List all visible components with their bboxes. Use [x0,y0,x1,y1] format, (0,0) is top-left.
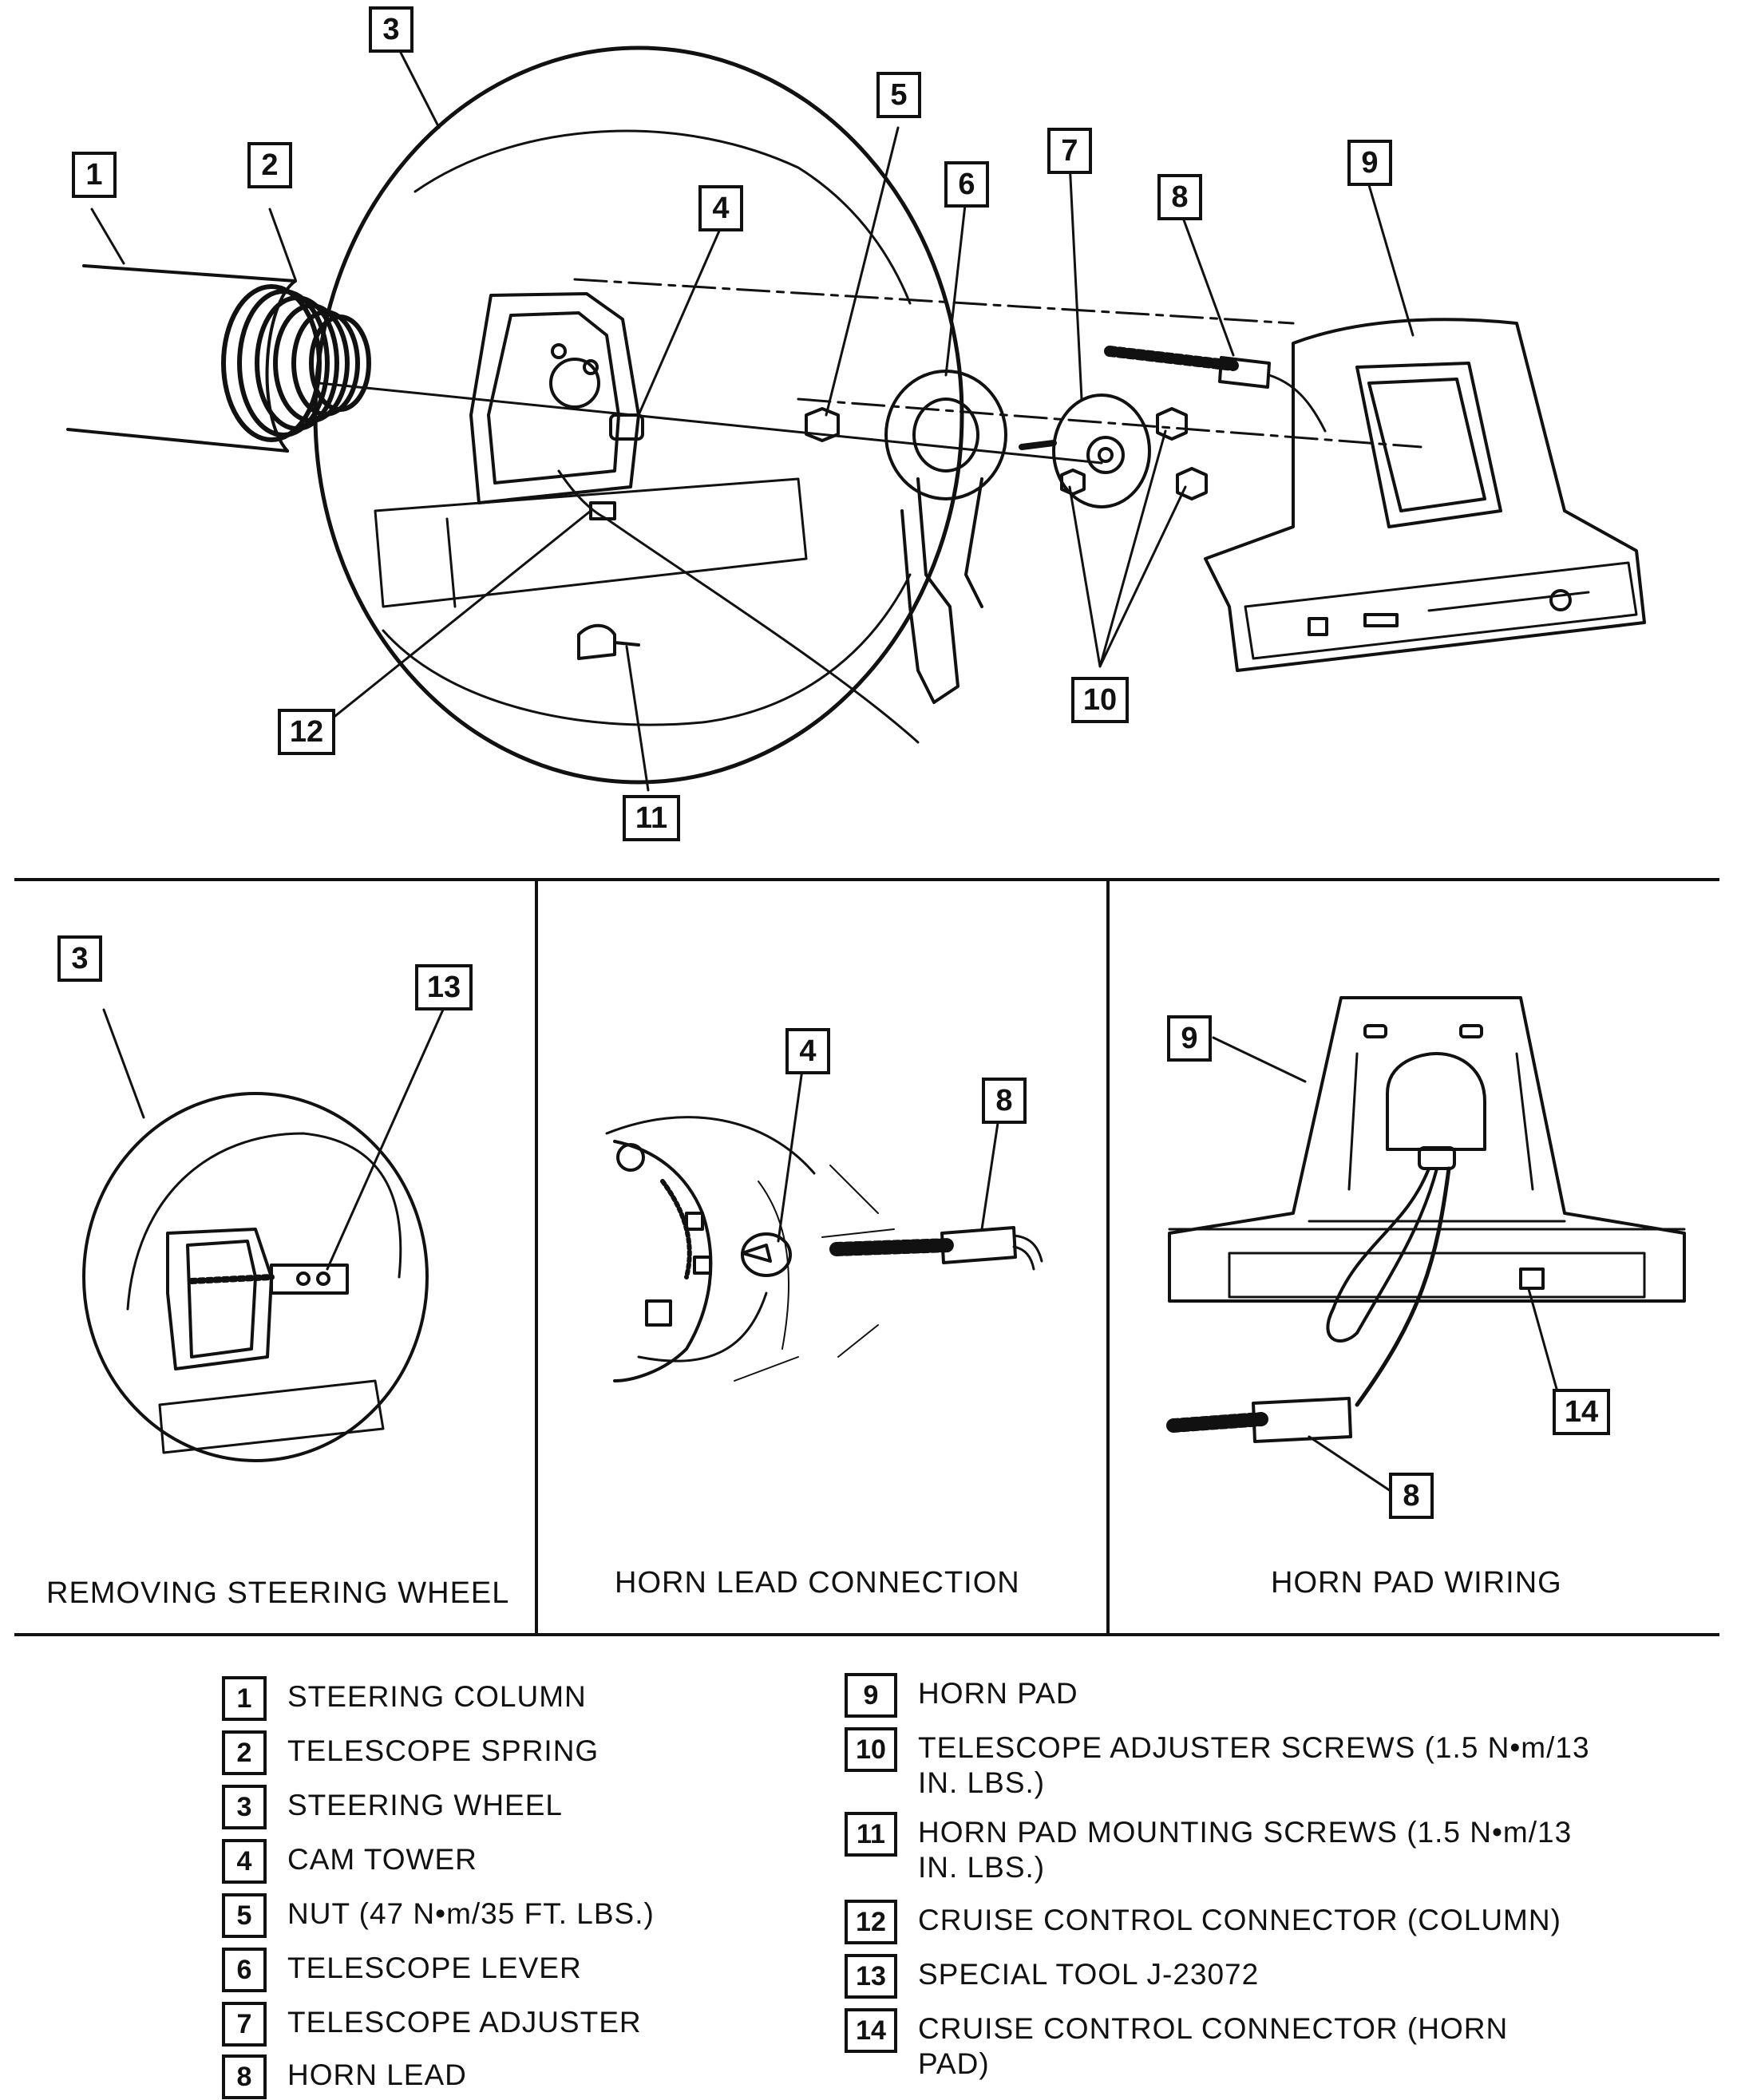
legend-item-9: 9 HORN PAD [845,1673,1078,1718]
legend-label: TELESCOPE ADJUSTER SCREWS (1.5 N•m/13 IN… [918,1731,1590,1799]
legend-label: TELESCOPE SPRING [287,1734,599,1767]
legend-number: 12 [845,1900,897,1944]
panel2-callout-4: 4 [785,1028,830,1074]
legend-label: HORN LEAD [287,2058,467,2091]
legend-item-10: 10 TELESCOPE ADJUSTER SCREWS (1.5 N•m/13… [845,1727,1590,1801]
legend-number: 10 [845,1727,897,1772]
callout-7: 7 [1047,128,1092,174]
main-exploded-view [66,45,1646,785]
legend-item-8: 8 HORN LEAD [222,2055,467,2099]
cam-tower [609,413,644,441]
telescope-adjuster [1019,394,1151,508]
legend-number: 13 [845,1954,897,1999]
legend-item-3: 3 STEERING WHEEL [222,1785,563,1829]
legend-label: TELESCOPE ADJUSTER [287,2006,642,2039]
horn-lead [1104,346,1327,433]
legend-item-13: 13 SPECIAL TOOL J-23072 [845,1954,1259,1999]
callout-2: 2 [247,142,292,188]
caption-horn-pad-wiring: HORN PAD WIRING [1271,1566,1562,1600]
cruise-control-connector-column [557,469,920,744]
main-leader-lines [90,48,1415,792]
legend-item-2: 2 TELESCOPE SPRING [222,1730,599,1775]
panel3-callout-8: 8 [1389,1473,1434,1519]
legend-number: 2 [222,1730,267,1775]
legend-item-1: 1 STEERING COLUMN [222,1676,587,1721]
callout-8: 8 [1157,174,1202,220]
legend-item-6: 6 TELESCOPE LEVER [222,1948,582,1992]
legend-number: 7 [222,2002,267,2047]
legend-item-14: 14 CRUISE CONTROL CONNECTOR (HORN PAD) [845,2008,1508,2082]
callout-9: 9 [1347,140,1392,186]
callout-11: 11 [623,795,680,841]
legend-label: SPECIAL TOOL J-23072 [918,1958,1260,1991]
legend-number: 5 [222,1893,267,1938]
legend-number: 14 [845,2008,897,2053]
horn-pad [1204,318,1646,672]
callout-6: 6 [944,161,989,208]
horn-pad-wiring-drawing [1166,996,1686,1443]
steering-wheel [313,45,964,785]
callout-1: 1 [72,152,117,198]
callout-3: 3 [369,6,413,53]
legend-label: TELESCOPE LEVER [287,1952,582,1984]
callout-5: 5 [876,72,921,118]
legend-number: 3 [222,1785,267,1829]
legend-label: CRUISE CONTROL CONNECTOR (HORN PAD) [918,2012,1509,2080]
legend-label: CRUISE CONTROL CONNECTOR (COLUMN) [918,1904,1561,1936]
legend-label: CAM TOWER [287,1843,477,1876]
legend-label: HORN PAD MOUNTING SCREWS (1.5 N•m/13 IN.… [918,1816,1573,1884]
legend-number: 1 [222,1676,267,1721]
legend-number: 8 [222,2055,267,2099]
caption-horn-lead-connection: HORN LEAD CONNECTION [615,1566,1020,1600]
legend-number: 9 [845,1673,897,1718]
legend-item-5: 5 NUT (47 N•m/35 FT. LBS.) [222,1893,655,1938]
legend-label: STEERING WHEEL [287,1789,563,1821]
callout-4: 4 [698,185,743,231]
legend-item-11: 11 HORN PAD MOUNTING SCREWS (1.5 N•m/13 … [845,1812,1572,1885]
telescope-spring [221,284,371,442]
horn-pad-mounting-screw [577,623,640,660]
panel1-callout-3: 3 [57,935,102,982]
panel2-callout-8: 8 [982,1078,1027,1124]
legend-number: 11 [845,1812,897,1857]
legend-item-4: 4 CAM TOWER [222,1839,477,1884]
nut [805,407,840,442]
legend-label: STEERING COLUMN [287,1680,587,1713]
panel3-callout-14: 14 [1553,1389,1610,1435]
telescope-lever [884,370,1007,704]
legend-number: 4 [222,1839,267,1884]
callout-12: 12 [278,709,335,755]
legend-label: NUT (47 N•m/35 FT. LBS.) [287,1897,655,1930]
legend-number: 6 [222,1948,267,1992]
section-dividers [14,878,1719,1636]
panel3-callout-9: 9 [1167,1015,1212,1062]
telescope-adjuster-screws [1060,407,1208,500]
caption-removing-steering-wheel: REMOVING STEERING WHEEL [46,1576,510,1610]
horn-lead-connection-drawing [605,1116,1043,1382]
legend-item-7: 7 TELESCOPE ADJUSTER [222,2002,642,2047]
panel1-callout-13: 13 [415,964,473,1010]
callout-10: 10 [1071,677,1129,723]
steering-column [66,264,297,453]
removing-steering-wheel-drawing [82,1092,429,1462]
legend-item-12: 12 CRUISE CONTROL CONNECTOR (COLUMN) [845,1900,1561,1944]
legend-label: HORN PAD [918,1677,1078,1710]
